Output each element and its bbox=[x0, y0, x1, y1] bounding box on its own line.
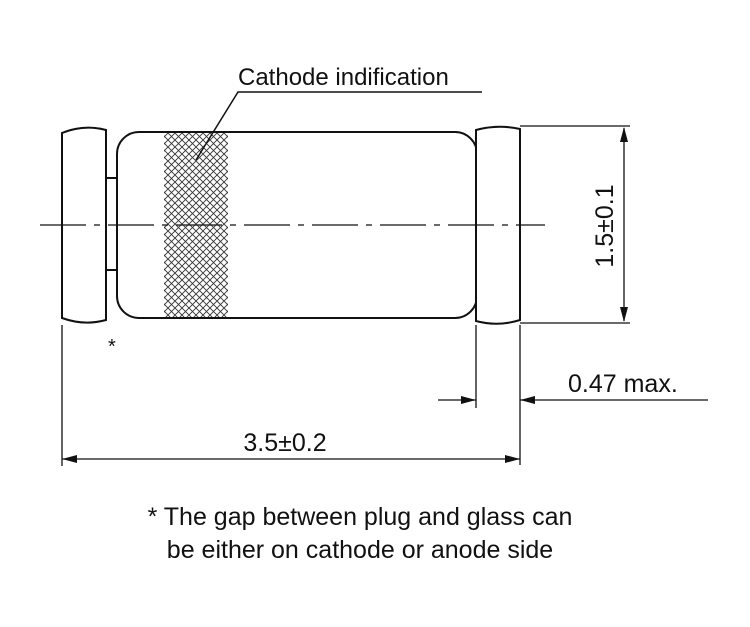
height-dimension-label: 1.5±0.1 bbox=[591, 184, 619, 267]
plug-width-label: 0.47 max. bbox=[568, 370, 678, 398]
cathode-label: Cathode indification bbox=[238, 64, 449, 91]
footnote-line-2: be either on cathode or anode side bbox=[166, 536, 554, 564]
gap-marker: * bbox=[108, 336, 116, 358]
cathode-leader-line bbox=[195, 91, 482, 161]
plug-width-dimension bbox=[438, 325, 708, 465]
right-end-cap bbox=[475, 125, 521, 325]
plug-glass-gap bbox=[105, 177, 118, 271]
length-dimension-label: 3.5±0.2 bbox=[243, 429, 326, 457]
footnote-line-1: * The gap between plug and glass can bbox=[147, 503, 573, 531]
length-dimension bbox=[61, 325, 520, 466]
height-dimension bbox=[520, 125, 630, 324]
